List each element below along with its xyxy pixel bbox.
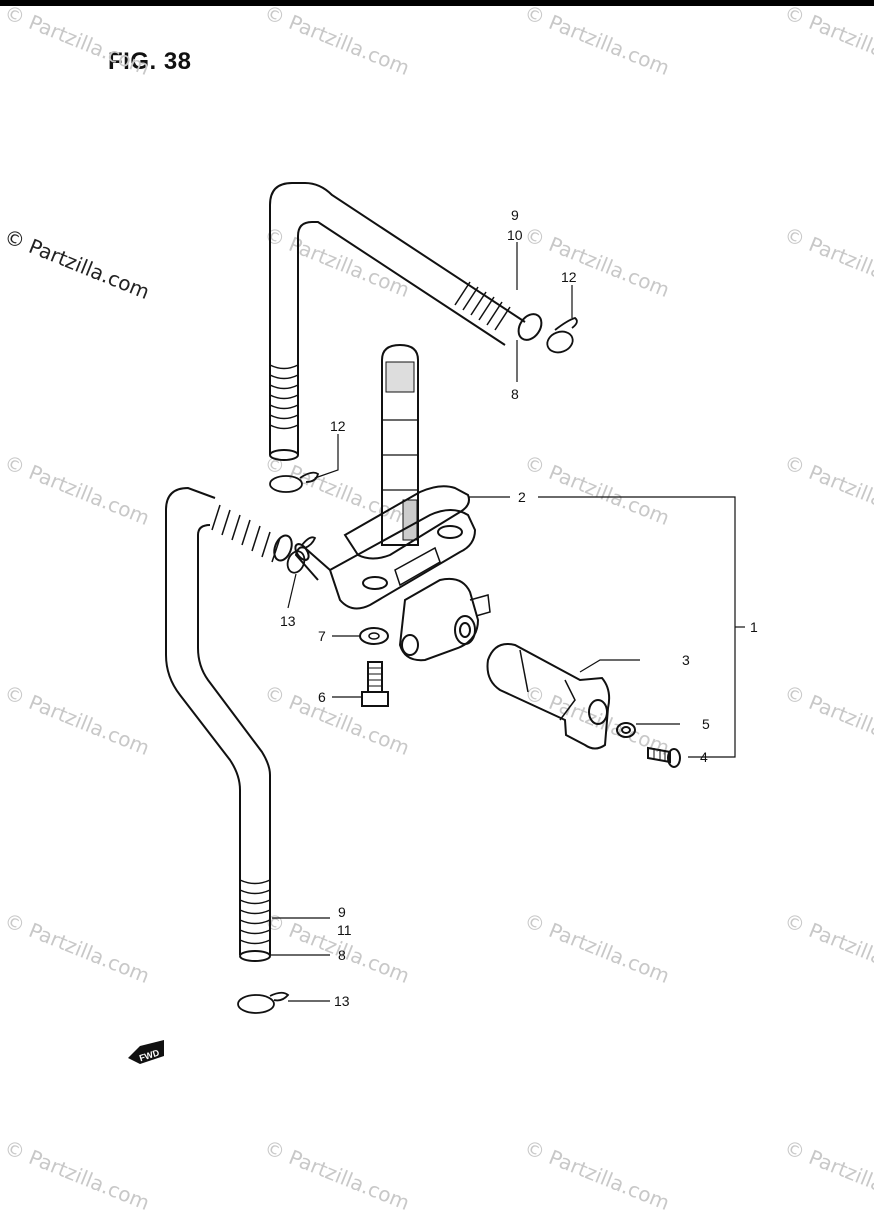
callout-13-mid: 13 — [280, 613, 296, 629]
callout-7: 7 — [318, 628, 326, 644]
figure-title: FIG. 38 — [108, 48, 192, 75]
callout-labels: 9 10 8 12 12 2 1 3 5 4 13 7 6 9 11 8 13 — [280, 207, 758, 1009]
fuel-cock-valve — [294, 343, 491, 662]
lower-fuel-hose — [165, 486, 293, 962]
hose-ribs-lower-diagonal — [211, 504, 281, 563]
callout-8-bottom: 8 — [338, 947, 346, 963]
clip-12-left — [269, 471, 320, 493]
washer-5 — [616, 722, 636, 738]
hose-ribs-upper-diagonal — [454, 281, 511, 331]
screw-6 — [361, 661, 389, 707]
callout-8-top: 8 — [511, 386, 519, 402]
callout-12-right: 12 — [561, 269, 577, 285]
leader-lines — [270, 242, 745, 1002]
callout-3: 3 — [682, 652, 690, 668]
top-border — [0, 0, 874, 6]
clip-13-mid — [286, 536, 317, 574]
callout-9-bottom: 9 — [338, 904, 346, 920]
screw-4 — [647, 746, 681, 768]
hose-ribs-lower-vertical — [239, 879, 271, 945]
callout-10: 10 — [507, 227, 523, 243]
washer-7 — [359, 627, 389, 645]
valve-lever — [486, 643, 611, 750]
gasket — [343, 485, 470, 560]
fwd-arrow-badge: FWD — [128, 1040, 164, 1064]
callout-13-bottom: 13 — [334, 993, 350, 1009]
callout-4: 4 — [700, 749, 708, 765]
callout-1: 1 — [750, 619, 758, 635]
valve-flange — [328, 509, 477, 610]
clip-12-right — [546, 317, 578, 354]
callout-11: 11 — [337, 922, 352, 938]
callout-9-top: 9 — [511, 207, 519, 223]
callout-5: 5 — [702, 716, 710, 732]
clip-13-bottom — [237, 991, 290, 1014]
callout-12-left: 12 — [330, 418, 346, 434]
upper-fuel-hose — [269, 182, 543, 461]
hose-ribs-upper-vertical — [269, 364, 299, 430]
callout-2: 2 — [518, 489, 526, 505]
callout-6: 6 — [318, 689, 326, 705]
